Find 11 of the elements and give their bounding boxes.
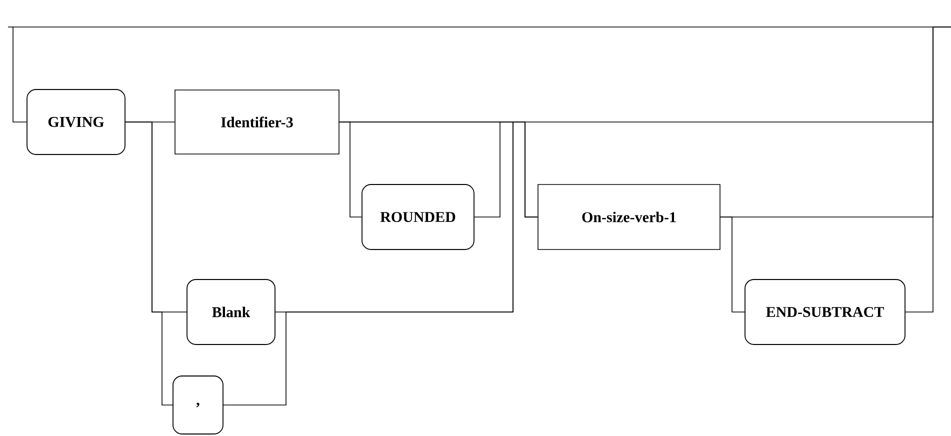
keyword-box: Blank — [186, 279, 276, 345]
keyword-box: END-SUBTRACT — [744, 279, 906, 345]
connector-line — [905, 26, 951, 312]
parameter-box: On-size-verb-1 — [538, 184, 720, 250]
keyword-box: GIVING — [26, 89, 126, 155]
connector-line — [12, 26, 934, 122]
connector-line — [125, 122, 173, 406]
connector-line — [223, 122, 538, 406]
keyword-box: ROUNDED — [362, 184, 474, 250]
keyword-box: , — [172, 376, 224, 434]
parameter-box: Identifier-3 — [174, 90, 340, 154]
